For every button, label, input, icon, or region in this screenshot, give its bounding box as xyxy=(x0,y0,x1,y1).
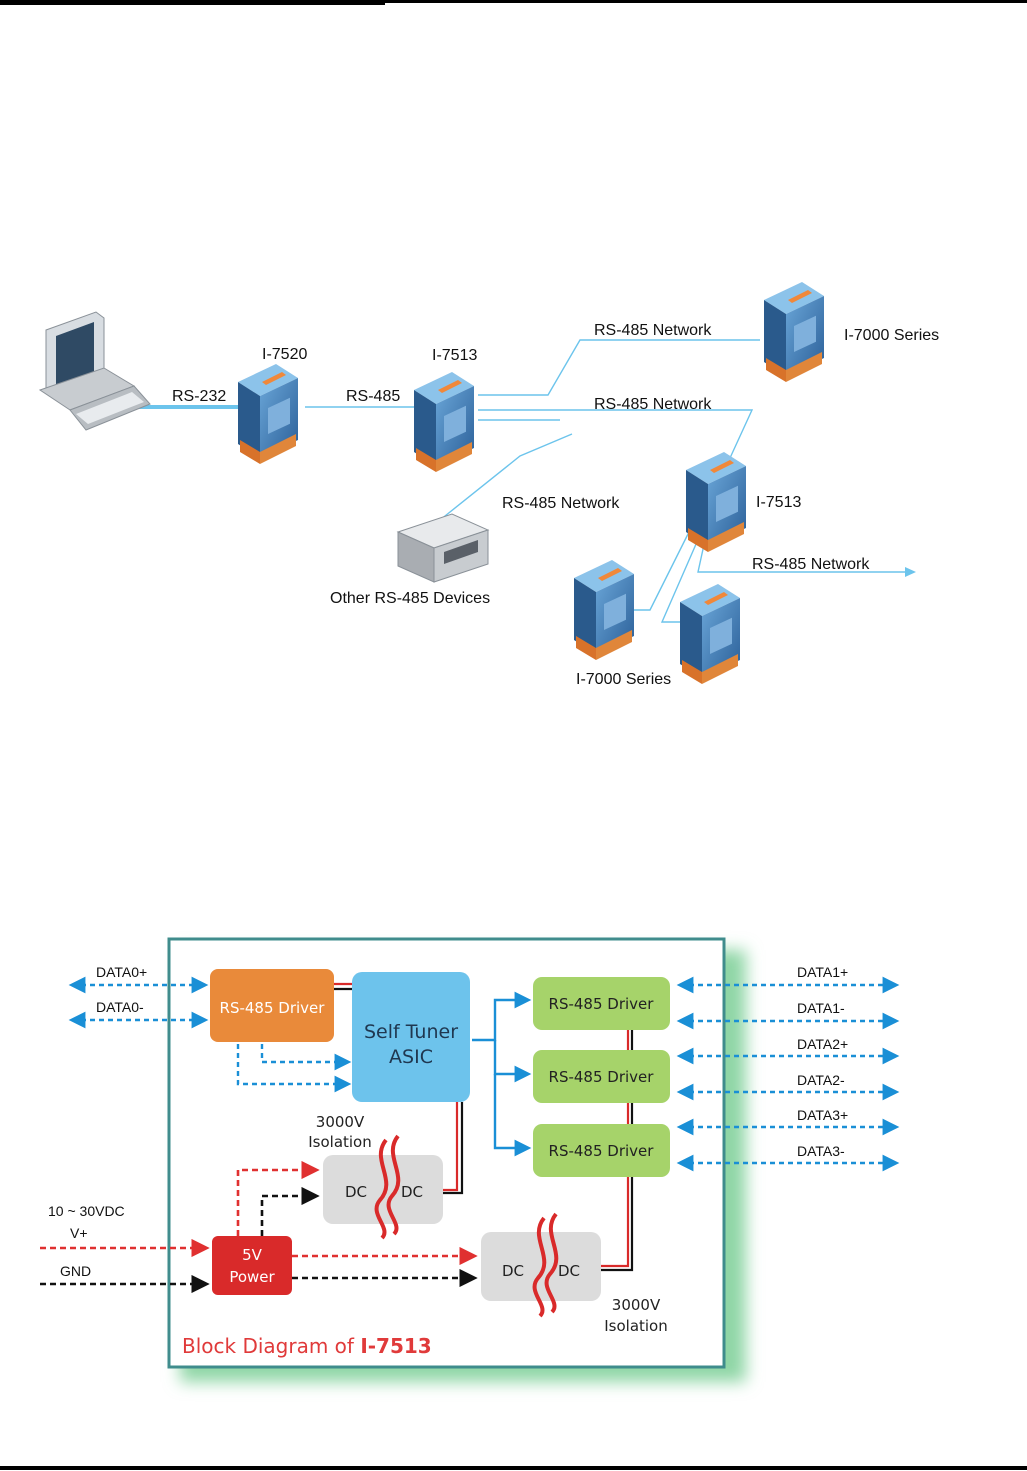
network-label-4: RS-485 Network xyxy=(752,556,870,573)
rs232-label: RS-232 xyxy=(172,388,226,405)
data1m-label: DATA1- xyxy=(797,1000,845,1016)
internal-power-wires xyxy=(333,982,634,1272)
data0m-label: DATA0- xyxy=(96,999,144,1015)
network-arrow-icon xyxy=(905,567,916,577)
footer-rule xyxy=(0,1466,1027,1470)
block-diagram-caption: Block Diagram of I-7513 xyxy=(182,1334,432,1358)
isolation-barrier-icon-2 xyxy=(532,1212,559,1318)
server-icon xyxy=(396,513,490,583)
dc2-right-label: DC xyxy=(558,1262,580,1280)
isolation-2-line2: Isolation xyxy=(604,1317,668,1335)
caption-prefix: Block Diagram of xyxy=(182,1334,360,1358)
data3m-label: DATA3- xyxy=(797,1143,845,1159)
series-module-icon-a xyxy=(574,560,634,660)
header-rule xyxy=(0,0,1027,3)
asic-box xyxy=(352,972,470,1102)
block-frame xyxy=(167,937,726,1369)
data0p-label: DATA0+ xyxy=(96,964,147,980)
series-module-icon-top xyxy=(764,282,824,382)
driver-out-box-2 xyxy=(533,1050,670,1103)
frame-shadow xyxy=(180,950,746,1382)
network-label-2: RS-485 Network xyxy=(594,396,712,413)
isolation-barrier-icon-1 xyxy=(374,1134,401,1240)
network-label-1: RS-485 Network xyxy=(594,322,712,339)
power-label-line1: 5V xyxy=(242,1246,263,1264)
data3p-label: DATA3+ xyxy=(797,1107,848,1123)
power-box xyxy=(212,1236,292,1295)
repeater2-module-icon xyxy=(686,452,746,552)
right-data-lines xyxy=(676,976,900,1172)
series-label-top: I-7000 Series xyxy=(844,327,939,344)
network-link-top xyxy=(478,339,760,396)
left-data-lines xyxy=(68,976,209,1029)
series-module-icon-b xyxy=(680,584,740,684)
repeater2-label: I-7513 xyxy=(756,494,801,511)
dc1-left-label: DC xyxy=(345,1183,367,1201)
asic-fanout xyxy=(472,991,532,1157)
isolation-1-line2: Isolation xyxy=(308,1133,372,1151)
power-label-line2: Power xyxy=(229,1268,275,1286)
rs485-label: RS-485 xyxy=(346,388,400,405)
isolation-1-line1: 3000V xyxy=(316,1113,365,1131)
network-link-devices xyxy=(439,433,573,521)
driver-out-box-3 xyxy=(533,1124,670,1177)
vplus-label: V+ xyxy=(70,1225,88,1241)
asic-label-line2: ASIC xyxy=(389,1046,433,1068)
data1p-label: DATA1+ xyxy=(797,964,848,980)
gnd-label: GND xyxy=(60,1263,91,1279)
repeater-module-icon xyxy=(414,372,474,472)
driver-out-box-1 xyxy=(533,977,670,1030)
network-link-out xyxy=(697,539,905,573)
data2p-label: DATA2+ xyxy=(797,1036,848,1052)
caption-model: I-7513 xyxy=(360,1334,431,1358)
asic-label-line1: Self Tuner xyxy=(364,1021,458,1043)
network-diagram: RS-232 RS-485 I-7520 I-7513 RS-485 Netwo… xyxy=(38,282,939,688)
driver-in-label: RS-485 Driver xyxy=(220,999,326,1017)
driver-in-box xyxy=(210,969,334,1042)
network-label-3: RS-485 Network xyxy=(502,495,620,512)
dc-box-2 xyxy=(481,1232,601,1301)
driver-to-asic-links xyxy=(236,1044,352,1093)
power-to-dc1-red xyxy=(236,1160,320,1236)
driver-out-label-2: RS-485 Driver xyxy=(549,1068,655,1086)
power-to-dc1-black xyxy=(260,1186,320,1236)
network-links xyxy=(138,339,905,623)
data2m-label: DATA2- xyxy=(797,1072,845,1088)
driver-out-label-1: RS-485 Driver xyxy=(549,995,655,1013)
dc2-left-label: DC xyxy=(502,1262,524,1280)
repeater-label: I-7513 xyxy=(432,347,477,364)
input-voltage-label: 10 ~ 30VDC xyxy=(48,1203,125,1219)
converter-module-icon xyxy=(238,364,298,464)
isolation-2-line1: 3000V xyxy=(612,1296,661,1314)
converter-label: I-7520 xyxy=(262,346,307,363)
dc1-right-label: DC xyxy=(401,1183,423,1201)
network-link-mid xyxy=(478,409,754,459)
driver-out-label-3: RS-485 Driver xyxy=(549,1142,655,1160)
series-label-bottom: I-7000 Series xyxy=(576,671,671,688)
computer-icon xyxy=(38,311,151,431)
header-rule-accent xyxy=(0,3,385,5)
other-devices-label: Other RS-485 Devices xyxy=(330,590,490,607)
dc-box-1 xyxy=(323,1155,443,1224)
